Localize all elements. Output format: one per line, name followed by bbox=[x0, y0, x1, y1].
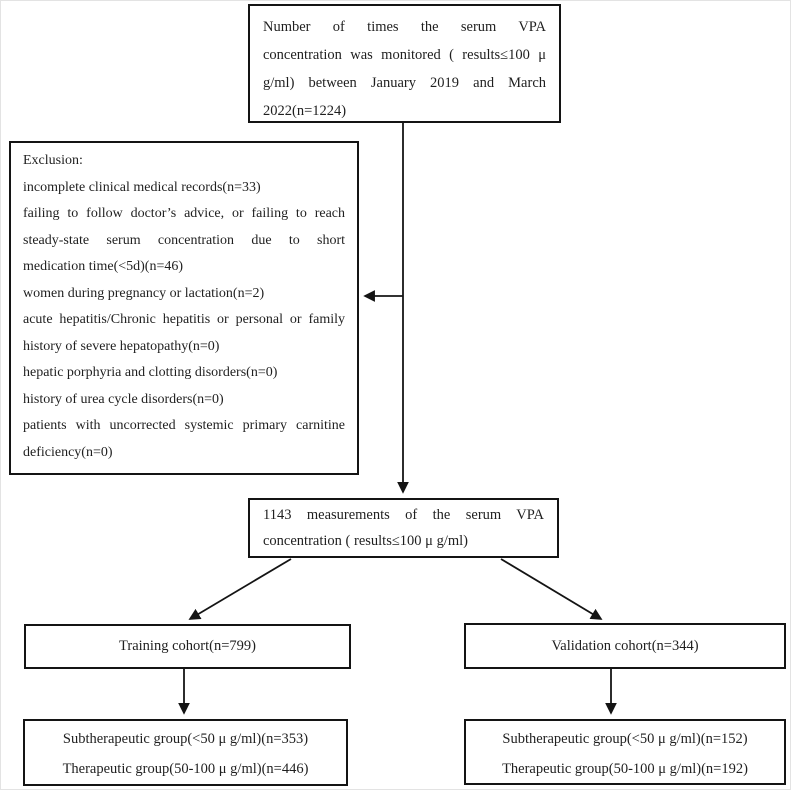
text-line: concentration was monitored ( results≤10… bbox=[263, 47, 546, 63]
text-line: Therapeutic group(50-100 μ g/ml)(n=446) bbox=[62, 761, 309, 777]
text-line: Therapeutic group(50-100 μ g/ml)(n=192) bbox=[502, 761, 748, 777]
text-line: incomplete clinical medical records(n=33… bbox=[23, 179, 261, 195]
text-line: concentration ( results≤100 μ g/ml) bbox=[263, 533, 468, 549]
text-line: hepatic porphyria and clotting disorders… bbox=[23, 365, 278, 380]
validation-cohort-label: Validation cohort(n=344) bbox=[551, 637, 699, 654]
exclusion-criteria-box: Exclusion: incomplete clinical medical re… bbox=[9, 141, 359, 475]
training-subgroups-box: Subtherapeutic group(<50 μ g/ml)(n=353) T… bbox=[23, 719, 348, 786]
text-line: history of urea cycle disorders(n=0) bbox=[23, 391, 224, 407]
validation-cohort-box: Validation cohort(n=344) bbox=[464, 623, 786, 669]
arrow-measurements-to-validation bbox=[500, 558, 603, 620]
text-line: 2022(n=1224) bbox=[263, 103, 347, 119]
text-line: deficiency(n=0) bbox=[23, 444, 113, 460]
text-line: medication time(<5d)(n=46) bbox=[23, 259, 184, 274]
validation-subgroups-box: Subtherapeutic group(<50 μ g/ml)(n=152) T… bbox=[464, 719, 786, 785]
text-line: 1143 measurements of the serum VPA bbox=[263, 507, 544, 523]
text-line: Number of times the serum VPA bbox=[263, 19, 546, 35]
text-line: failing to follow doctor’s advice, or fa… bbox=[23, 206, 345, 221]
arrow-measurements-to-training bbox=[188, 558, 292, 620]
text-line: patients with uncorrected systemic prima… bbox=[23, 418, 345, 433]
text-line: women during pregnancy or lactation(n=2) bbox=[23, 285, 265, 301]
text-line: Subtherapeutic group(<50 μ g/ml)(n=152) bbox=[502, 731, 748, 747]
monitoring-count-box: Number of times the serum VPA concentrati… bbox=[248, 4, 561, 123]
text-line: acute hepatitis/Chronic hepatitis or per… bbox=[23, 312, 345, 327]
text-line: g/ml) between January 2019 and March bbox=[263, 75, 546, 91]
training-cohort-label: Training cohort(n=799) bbox=[119, 638, 256, 654]
text-line: Exclusion: bbox=[23, 153, 83, 168]
training-cohort-box: Training cohort(n=799) bbox=[24, 624, 351, 669]
included-measurements-box: 1143 measurements of the serum VPA concen… bbox=[248, 498, 559, 558]
text-line: Subtherapeutic group(<50 μ g/ml)(n=353) bbox=[62, 731, 309, 747]
text-line: history of severe hepatopathy(n=0) bbox=[23, 338, 220, 354]
text-line: steady-state serum concentration due to … bbox=[23, 232, 345, 248]
